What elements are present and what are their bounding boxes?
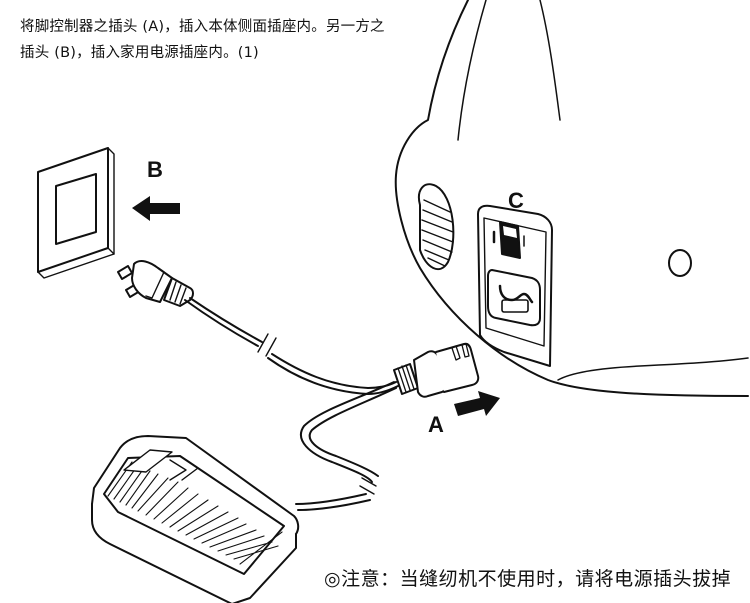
arrow-to-wall-icon xyxy=(132,196,180,221)
sewing-machine-body xyxy=(394,0,749,397)
foot-cord xyxy=(295,381,397,511)
instruction-text: 将脚控制器之插头 (A)，插入本体侧面插座内。另一方之 插头 (B)，插入家用电… xyxy=(20,14,490,66)
label-b: B xyxy=(147,157,163,182)
power-cord xyxy=(184,297,399,395)
vent-grille xyxy=(418,183,455,271)
instruction-line-2: 插头 (B)，插入家用电源插座内。(1) xyxy=(20,45,259,61)
wall-outlet xyxy=(37,147,115,279)
power-switch-icon xyxy=(492,221,525,259)
machine-receptacle xyxy=(487,269,541,327)
instruction-line-1: 将脚控制器之插头 (A)，插入本体侧面插座内。另一方之 xyxy=(20,19,385,35)
plug-a xyxy=(393,342,480,398)
label-a: A xyxy=(428,412,444,437)
arrow-to-machine-icon xyxy=(454,391,500,416)
foot-controller xyxy=(91,435,300,603)
plug-b xyxy=(117,260,194,307)
caution-note: ◎注意：当缝纫机不使用时，请将电源插头拔掉 xyxy=(324,568,732,590)
machine-round-button xyxy=(668,249,692,277)
label-c: C xyxy=(508,188,524,213)
